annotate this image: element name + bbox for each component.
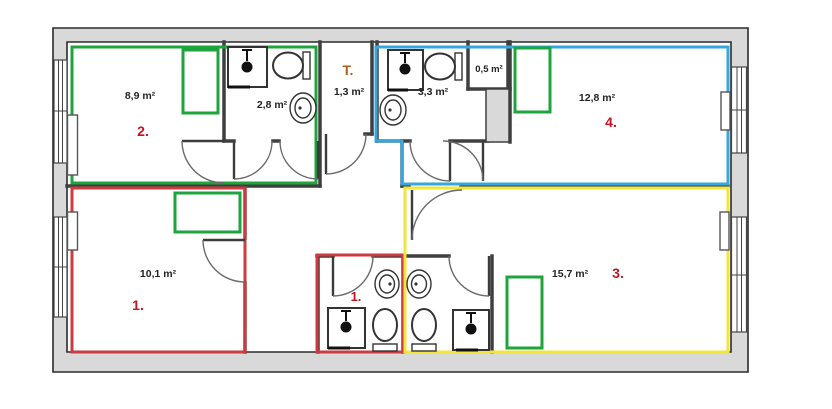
- shower-bath2: [227, 46, 268, 89]
- shower-bath1: [327, 307, 366, 350]
- shower-head-icon: [465, 323, 477, 335]
- door-room4: [442, 140, 485, 182]
- door-bath1: [331, 255, 374, 297]
- toilet-room-area-label: 1,3 m²: [334, 86, 365, 98]
- door-room1: [202, 238, 246, 283]
- shower-head-icon: [399, 63, 411, 75]
- window-room2: [53, 59, 68, 164]
- sink-bath1: [374, 269, 400, 299]
- fixtures: [66, 46, 731, 352]
- bath1-number-label: 1.: [351, 289, 362, 304]
- unit-1-bath-outline: [315, 253, 405, 354]
- room3-area-label: 15,7 m²: [552, 268, 589, 280]
- doors: [181, 133, 491, 297]
- radiator-room3: [719, 211, 730, 251]
- radiator-room4: [720, 91, 731, 131]
- toilet-bath1: [372, 308, 398, 352]
- door-bath4: [409, 140, 452, 182]
- sink-bath4: [379, 94, 407, 126]
- unit-3-outline: [403, 186, 730, 354]
- toilet-bath4: [424, 52, 463, 81]
- room4-area-label: 12,8 m²: [579, 92, 616, 104]
- labels: 8,9 m² 2. 2,8 m² T. 1,3 m² 3,3 m² 0,5 m²…: [125, 62, 624, 313]
- room1-area-label: 10,1 m²: [140, 268, 177, 280]
- shower-head-icon: [340, 321, 352, 333]
- toilet-bath3: [411, 308, 437, 352]
- door-vestibule: [279, 140, 320, 180]
- unit-4-outline: [374, 45, 730, 186]
- wardrobe-room4: [513, 46, 552, 114]
- wardrobes: [173, 46, 552, 350]
- room3-number-label: 3.: [612, 265, 624, 281]
- door-room3: [410, 189, 463, 241]
- bath2-area-label: 2,8 m²: [257, 99, 288, 111]
- sink-bath2: [289, 92, 317, 124]
- shower-bath3: [452, 309, 490, 352]
- sink-bath3: [406, 269, 432, 299]
- shower-head-icon: [241, 61, 253, 73]
- wardrobe-room1: [173, 191, 242, 234]
- room2-area-label: 8,9 m²: [125, 90, 156, 102]
- closet-area-label: 0,5 m²: [475, 64, 502, 75]
- unit-1-room-outline: [70, 186, 247, 354]
- door-room2: [181, 139, 225, 184]
- wardrobe-room2: [181, 48, 220, 115]
- room1-number-label: 1.: [132, 297, 144, 313]
- window-room4: [730, 66, 748, 154]
- door-bath3: [448, 255, 491, 297]
- bath4-area-label: 3,3 m²: [418, 86, 449, 98]
- toilet-bath2: [272, 51, 311, 80]
- room2-number-label: 2.: [137, 123, 149, 139]
- wardrobe-room3: [505, 275, 544, 350]
- door-bath2: [232, 140, 273, 180]
- window-room1: [53, 216, 68, 318]
- window-room3: [730, 216, 748, 333]
- radiator-room2: [66, 114, 79, 176]
- door-toilet-room: [324, 133, 367, 175]
- radiator-room1: [66, 211, 79, 251]
- room4-number-label: 4.: [605, 114, 617, 130]
- shower-bath4: [387, 49, 424, 92]
- toilet-room-label: T.: [343, 62, 354, 78]
- windows: [53, 59, 748, 333]
- unit-outlines: [70, 45, 730, 354]
